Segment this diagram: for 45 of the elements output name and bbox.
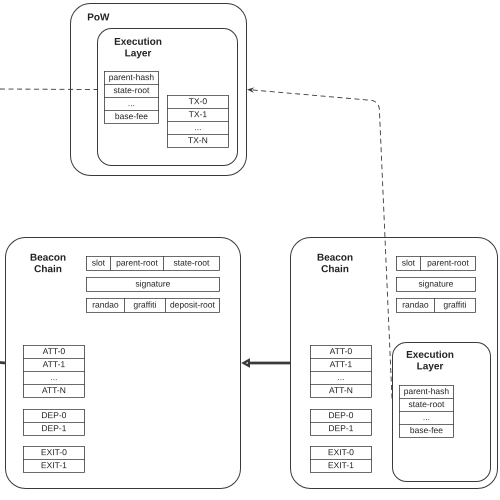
field-cell: ATT-0 — [23, 345, 85, 359]
field-cell: ATT-0 — [310, 345, 372, 359]
block-title: Beacon Chain — [318, 254, 352, 272]
field-cell: EXIT-0 — [23, 446, 85, 460]
field-cell: state-root — [163, 256, 220, 271]
field-cell: EXIT-0 — [310, 446, 372, 460]
field-cell: DEP-0 — [23, 409, 85, 423]
field-cell: randao — [396, 298, 435, 313]
field-cell: ... — [23, 371, 85, 385]
field-cell: randao — [86, 298, 125, 313]
field-cell: parent-hash — [399, 385, 454, 399]
field-cell: DEP-0 — [310, 409, 372, 423]
field-cell: state-root — [104, 84, 159, 98]
field-cell: ATT-N — [23, 384, 85, 398]
dashed-connector-line — [0, 88, 98, 90]
field-cell: ... — [104, 97, 159, 111]
field-cell: base-fee — [104, 110, 159, 124]
field-cell: ATT-1 — [310, 358, 372, 372]
field-cell: parent-hash — [104, 71, 159, 85]
field-cell: slot — [86, 256, 111, 271]
field-cell: ATT-N — [310, 384, 372, 398]
field-cell: ... — [399, 411, 454, 425]
field-cell: EXIT-1 — [23, 459, 85, 473]
field-cell: TX-1 — [167, 108, 229, 122]
field-cell: signature — [86, 277, 220, 292]
field-cell: EXIT-1 — [310, 459, 372, 473]
field-cell: ... — [167, 121, 229, 135]
field-cell: DEP-1 — [23, 422, 85, 436]
layer-title: Execution Layer — [406, 350, 454, 372]
field-cell: base-fee — [399, 424, 454, 438]
field-cell: state-root — [399, 398, 454, 412]
field-cell: ... — [310, 371, 372, 385]
field-cell: graffiti — [434, 298, 476, 313]
field-cell: DEP-1 — [310, 422, 372, 436]
field-cell: deposit-root — [165, 298, 220, 313]
field-cell: TX-N — [167, 134, 229, 148]
block-title: PoW — [88, 14, 110, 20]
layer-title: Execution Layer — [114, 38, 162, 58]
field-cell: TX-0 — [167, 95, 229, 109]
field-cell: graffiti — [124, 298, 166, 313]
connector-line — [0, 361, 6, 364]
block-title: Beacon Chain — [30, 254, 66, 272]
field-cell: slot — [396, 256, 421, 271]
field-cell: signature — [396, 277, 476, 292]
field-cell: ATT-1 — [23, 358, 85, 372]
